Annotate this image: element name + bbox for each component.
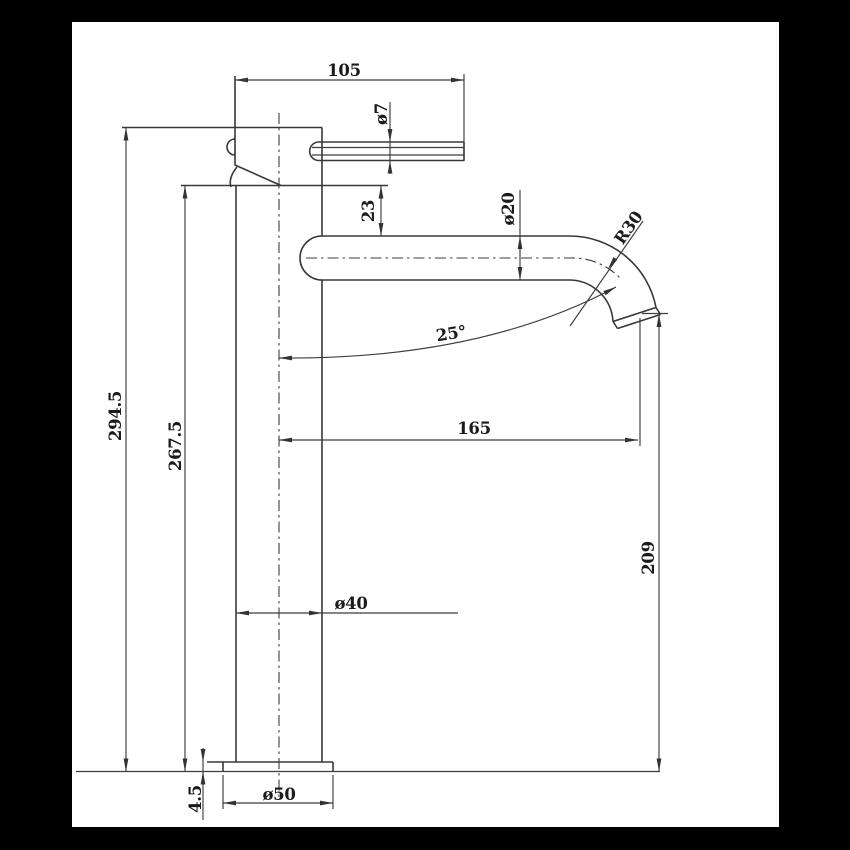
head-left-edge-and-handle-slant (234, 76, 282, 187)
dim-top-width-label: 105 (327, 61, 361, 80)
spout-top-edge (322, 235, 657, 308)
base-plate (76, 761, 660, 773)
spout (299, 235, 662, 330)
dim-rod-diameter-label: ø7 (372, 103, 391, 125)
dim-base-thickness-label: 4.5 (186, 785, 205, 813)
dim-body-diameter: ø40 (236, 594, 458, 616)
handle-pivot-bump (226, 138, 236, 156)
dim-spout-reach: 165 (279, 318, 641, 446)
dim-body-height: 267.5 (166, 185, 188, 772)
spout-left-cap (299, 235, 323, 281)
dim-base-diameter: ø50 (222, 775, 334, 809)
dim-outlet-height-label: 209 (639, 541, 658, 575)
dim-body-height-label: 267.5 (166, 421, 185, 471)
dim-base-thickness: 4.5 (186, 748, 206, 820)
handle-swing-arc (229, 166, 238, 188)
dim-base-diameter-label: ø50 (262, 785, 295, 804)
dim-neck-offset: 23 (359, 185, 384, 236)
dim-overall-height: 294.5 (106, 127, 129, 772)
spout-outlet-face (612, 306, 662, 330)
rod-end-cap (308, 141, 319, 162)
dim-outlet-height: 209 (639, 312, 668, 772)
dim-neck-offset-label: 23 (359, 200, 378, 222)
dim-top-width: 105 (235, 61, 465, 161)
dim-overall-height-label: 294.5 (106, 391, 125, 441)
dim-outlet-angle: 25° (278, 286, 617, 361)
dim-rod-diameter: ø7 (372, 102, 393, 174)
spout-bottom-edge (322, 279, 614, 322)
dim-outlet-angle-label: 25° (435, 322, 468, 346)
dim-spout-reach-label: 165 (457, 419, 491, 438)
dim-spout-diameter-label: ø20 (499, 192, 518, 225)
spout-centerline (306, 257, 621, 279)
centerlines (278, 113, 621, 800)
dim-body-diameter-label: ø40 (334, 594, 367, 613)
dim-spout-diameter: ø20 (499, 190, 523, 280)
drawing-paper (72, 22, 779, 827)
